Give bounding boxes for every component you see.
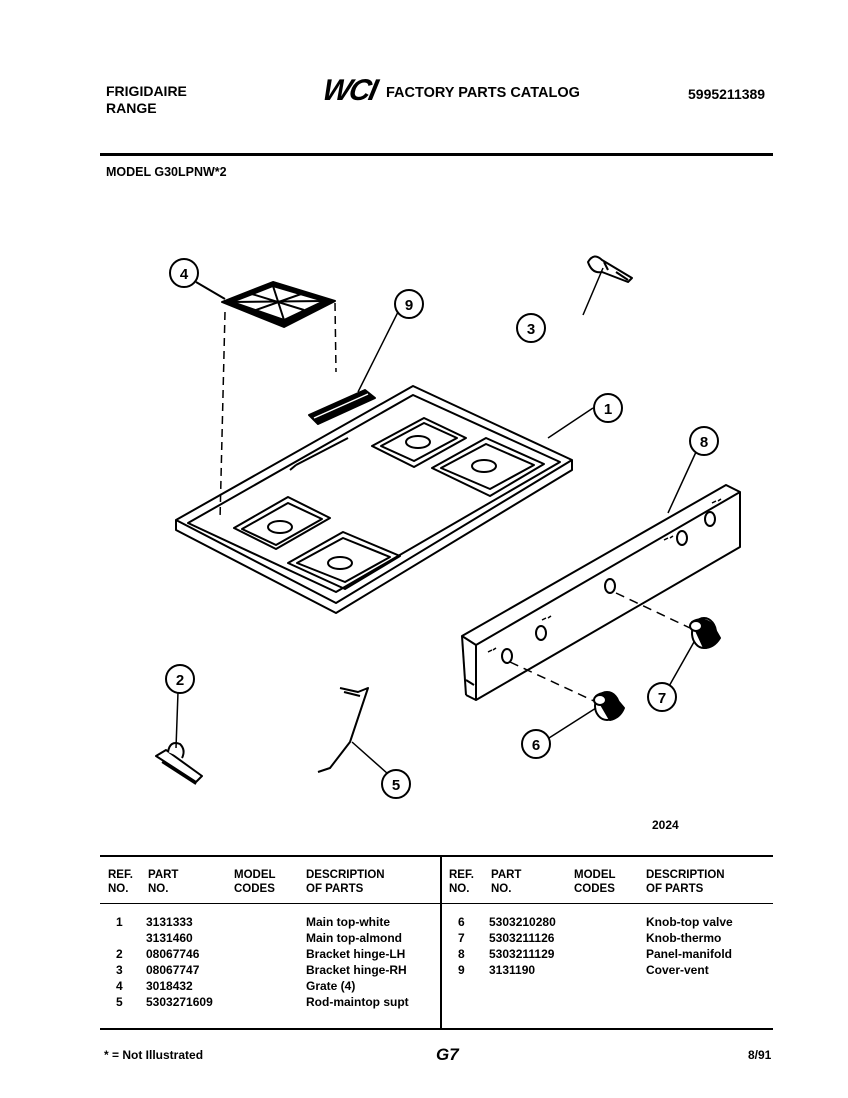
part-no: 3131333: [146, 915, 193, 929]
description: Knob-thermo: [646, 931, 722, 945]
callout-3: 3: [527, 321, 535, 338]
description: Main top-almond: [306, 931, 402, 945]
part-header-line1: PART: [491, 869, 522, 881]
ref-no: 1: [116, 915, 123, 929]
ref-no: 4: [116, 979, 123, 993]
part-no: 3131190: [489, 963, 536, 977]
ref-header-line1: REF.: [108, 869, 133, 881]
main-top-part: [175, 385, 573, 614]
callout-1: 1: [604, 401, 612, 418]
exploded-parts-diagram: 4 9 3 1 8 2 7 6 5: [155, 255, 741, 799]
callout-5: 5: [392, 777, 400, 794]
description: Main top-white: [306, 915, 390, 929]
desc-header-line1: DESCRIPTION: [646, 869, 725, 881]
table-header-rule: [100, 903, 773, 904]
part-no: 08067746: [146, 947, 200, 961]
callout-4: 4: [180, 266, 189, 283]
part-header-line2: NO.: [148, 883, 169, 895]
ref-no: 6: [458, 915, 465, 929]
part-no: 08067747: [146, 963, 200, 977]
part-no: 5303210280: [489, 915, 556, 929]
description: Knob-top valve: [646, 915, 733, 929]
description: Panel-manifold: [646, 947, 733, 961]
description: Cover-vent: [646, 963, 709, 977]
ref-no: 3: [116, 963, 123, 977]
desc-header-line2: OF PARTS: [646, 883, 704, 895]
catalog-number: 5995211389: [688, 86, 766, 102]
description: Grate (4): [306, 979, 356, 993]
callout-6: 6: [532, 737, 540, 754]
grate-part: [221, 281, 336, 328]
description: Bracket hinge-RH: [306, 963, 407, 977]
table-divider: [440, 857, 442, 1029]
rod-maintop-support-part: [317, 687, 369, 773]
ref-header-line2: NO.: [449, 883, 470, 895]
model-header-line1: MODEL: [234, 869, 276, 881]
table-bottom-rule: [100, 1028, 773, 1030]
ref-no: 8: [458, 947, 465, 961]
knob-top-valve-part: [593, 691, 625, 721]
ref-no: 2: [116, 947, 123, 961]
ref-no: 5: [116, 995, 123, 1009]
ref-header-line1: REF.: [449, 869, 474, 881]
callout-8: 8: [700, 434, 708, 451]
part-no: 5303271609: [146, 995, 213, 1009]
part-no: 3018432: [146, 979, 193, 993]
model-header-line2: CODES: [234, 883, 275, 895]
brand-label: FRIGIDAIRE: [106, 83, 187, 99]
part-header-line1: PART: [148, 869, 179, 881]
bracket-hinge-rh-part: [587, 255, 633, 283]
part-no: 5303211126: [489, 931, 555, 945]
ref-no: 7: [458, 931, 465, 945]
callout-9: 9: [405, 297, 413, 314]
description: Rod-maintop supt: [306, 995, 409, 1009]
part-header-line2: NO.: [491, 883, 512, 895]
callout-2: 2: [176, 672, 184, 689]
ref-header-line2: NO.: [108, 883, 129, 895]
header-rule: [100, 153, 773, 156]
part-no: 3131460: [146, 931, 193, 945]
desc-header-line2: OF PARTS: [306, 883, 364, 895]
ref-no: 9: [458, 963, 465, 977]
page-number: G7: [436, 1045, 459, 1064]
model-number: MODEL G30LPNW*2: [106, 165, 227, 179]
cover-vent-part: [308, 389, 376, 425]
product-label: RANGE: [106, 100, 157, 116]
panel-manifold-part: [461, 484, 741, 701]
callout-7: 7: [658, 690, 666, 707]
revision-date: 8/91: [748, 1048, 772, 1062]
catalog-title: FACTORY PARTS CATALOG: [386, 85, 580, 101]
drawing-number: 2024: [652, 818, 679, 832]
not-illustrated-note: * = Not Illustrated: [104, 1048, 204, 1062]
model-header-line2: CODES: [574, 883, 615, 895]
description: Bracket hinge-LH: [306, 947, 406, 961]
part-no: 5303211129: [489, 947, 555, 961]
model-header-line1: MODEL: [574, 869, 616, 881]
bracket-hinge-lh-part: [155, 742, 203, 785]
knob-thermo-part: [689, 617, 721, 649]
table-top-rule: [100, 855, 773, 857]
desc-header-line1: DESCRIPTION: [306, 869, 385, 881]
